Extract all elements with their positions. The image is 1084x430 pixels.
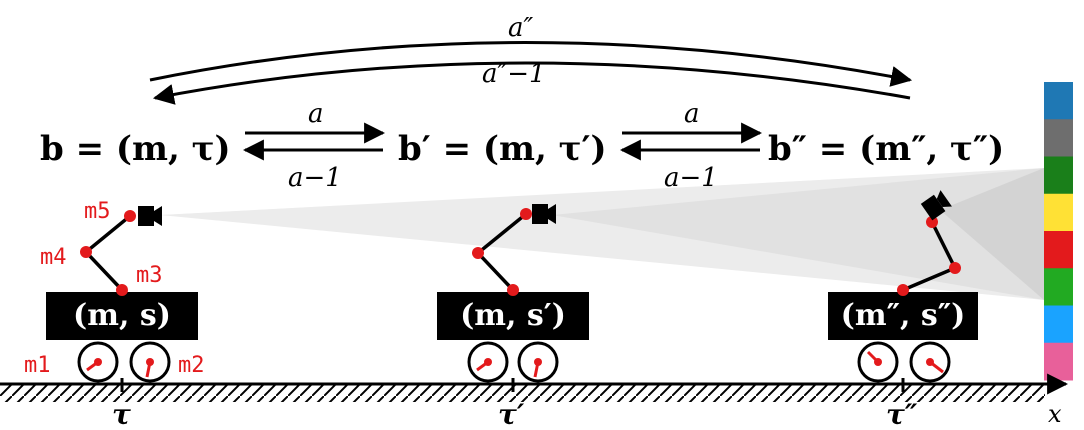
- joint-m4: [80, 246, 92, 258]
- wheel-right: [909, 341, 951, 383]
- label-left-inverse: a−1: [288, 163, 342, 193]
- joint: [472, 247, 484, 259]
- wheel-left: [857, 341, 899, 383]
- label-top-forward: a″: [508, 13, 534, 43]
- color-strip-segment: [1044, 193, 1073, 232]
- camera-icon: [138, 206, 162, 226]
- color-strip-segment: [1044, 305, 1073, 344]
- equation-b-prime: b′ = (m, τ′): [398, 129, 607, 169]
- robot-body: [437, 292, 589, 340]
- color-strip-segment: [1044, 231, 1073, 269]
- joint: [520, 208, 532, 220]
- marker-m2: m2: [178, 353, 205, 378]
- view-cone-2: [552, 168, 1044, 300]
- robot-arm: [83, 214, 132, 292]
- wheel-right: [129, 341, 171, 383]
- robot-2: (m, s′) τ′: [437, 204, 589, 430]
- wheel-left: [77, 341, 119, 383]
- marker-m3: m3: [136, 263, 163, 288]
- robot-state-label: (m, s′): [460, 298, 566, 333]
- robot-1: (m, s) m5 m4 m3 m1 m2 τ: [24, 199, 205, 430]
- camera-icon: [532, 204, 556, 224]
- x-axis-label: x: [1048, 400, 1062, 428]
- label-right-forward: a: [684, 99, 700, 129]
- marker-m5: m5: [84, 199, 111, 224]
- color-strip-segment: [1044, 268, 1073, 306]
- robot-body: [46, 292, 198, 340]
- position-label: τ: [112, 398, 131, 430]
- joint-m5: [124, 210, 136, 222]
- equation-b: b = (m, τ): [40, 129, 231, 169]
- color-strip-segment: [1044, 82, 1073, 120]
- label-right-inverse: a−1: [664, 163, 718, 193]
- robot-3: (m″, s″) τ″: [828, 190, 978, 430]
- curved-arrow-forward: [149, 41, 913, 87]
- color-strip-segment: [1044, 119, 1073, 157]
- equation-b-dprime: b″ = (m″, τ″): [768, 129, 1004, 169]
- marker-m1: m1: [24, 353, 51, 378]
- camera-icon: [920, 190, 952, 221]
- color-strip-segment: [1044, 342, 1073, 381]
- color-strip-segment: [1044, 156, 1073, 195]
- label-left-forward: a: [308, 99, 324, 129]
- joint: [926, 216, 938, 228]
- joint: [897, 284, 909, 296]
- robot-state-label: (m″, s″): [841, 298, 966, 333]
- joint-m3: [116, 284, 128, 296]
- position-label: τ″: [886, 398, 918, 430]
- wheel-right: [517, 341, 559, 383]
- ground: [0, 373, 1069, 402]
- robot-body: [828, 292, 978, 340]
- curved-arrow-inverse: [152, 61, 911, 105]
- label-top-inverse: a″−1: [482, 59, 546, 89]
- joint: [949, 262, 961, 274]
- view-cone-3: [940, 168, 1044, 300]
- color-strip: [1044, 82, 1073, 381]
- joint: [507, 284, 519, 296]
- position-label: τ′: [498, 398, 525, 430]
- wheel-left: [467, 341, 509, 383]
- marker-m4: m4: [40, 245, 67, 270]
- robot-state-label: (m, s): [73, 298, 171, 333]
